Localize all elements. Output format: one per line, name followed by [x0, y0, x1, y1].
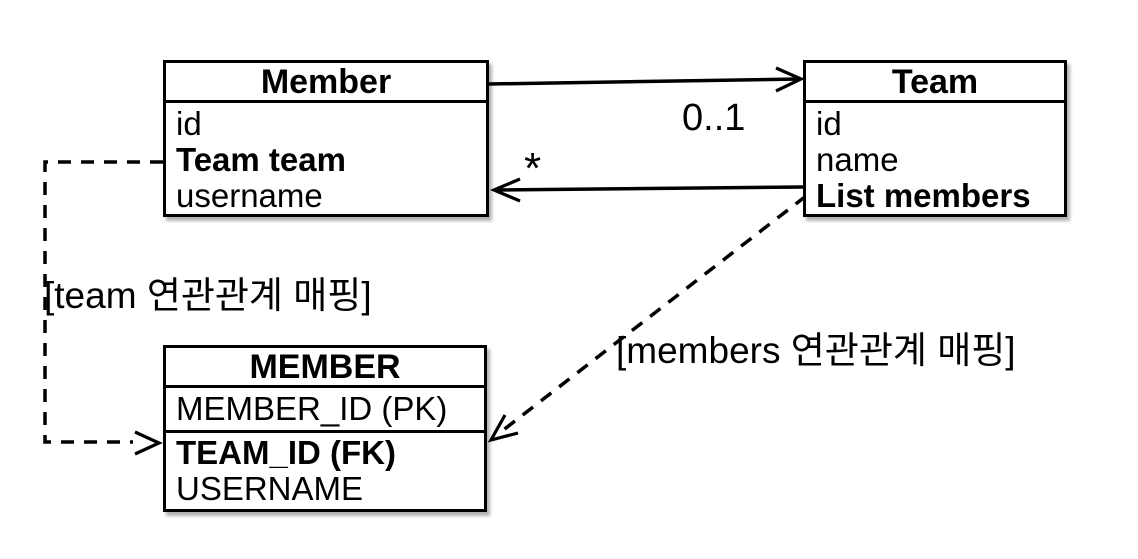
arrow-member-to-team — [488, 77, 800, 86]
member-class-title: Member — [166, 63, 486, 103]
member-field-username: username — [176, 177, 323, 214]
member-class-fields: id Team team username — [166, 103, 486, 214]
member-table-field-username: USERNAME — [176, 470, 364, 507]
arrowhead-members-mapping-icon — [487, 414, 519, 443]
member-table-box: MEMBER MEMBER_ID (PK) TEAM_ID (FK) USERN… — [163, 345, 487, 512]
dashed-arrow-members-field-mapping — [500, 194, 808, 433]
multiplicity-to-member-label: * — [524, 144, 542, 193]
team-class-box: Team id name List members — [803, 60, 1067, 217]
team-mapping-label: [team 연관관계 매핑] — [44, 275, 372, 316]
member-table-field-team-id: TEAM_ID (FK) — [176, 434, 396, 471]
team-field-id: id — [816, 105, 842, 142]
arrow-team-to-member — [496, 185, 804, 192]
member-table-title: MEMBER — [166, 348, 484, 388]
team-field-members: List members — [816, 177, 1031, 214]
member-class-box: Member id Team team username — [163, 60, 489, 217]
members-mapping-label: [members 연관관계 매핑] — [616, 330, 1016, 371]
team-field-name: name — [816, 141, 899, 178]
member-table-pk-field: MEMBER_ID (PK) — [166, 388, 484, 433]
team-class-title: Team — [806, 63, 1064, 103]
team-class-fields: id name List members — [806, 103, 1064, 214]
arrowhead-left-icon — [489, 177, 521, 203]
member-field-team: Team team — [176, 141, 346, 178]
multiplicity-to-team-label: 0..1 — [682, 97, 746, 139]
member-table-fields: TEAM_ID (FK) USERNAME — [166, 433, 484, 507]
arrowhead-right-icon — [775, 66, 805, 93]
dashed-arrow-team-field-mapping — [43, 160, 163, 444]
member-field-id: id — [176, 105, 202, 142]
arrowhead-team-mapping-icon — [134, 430, 163, 456]
